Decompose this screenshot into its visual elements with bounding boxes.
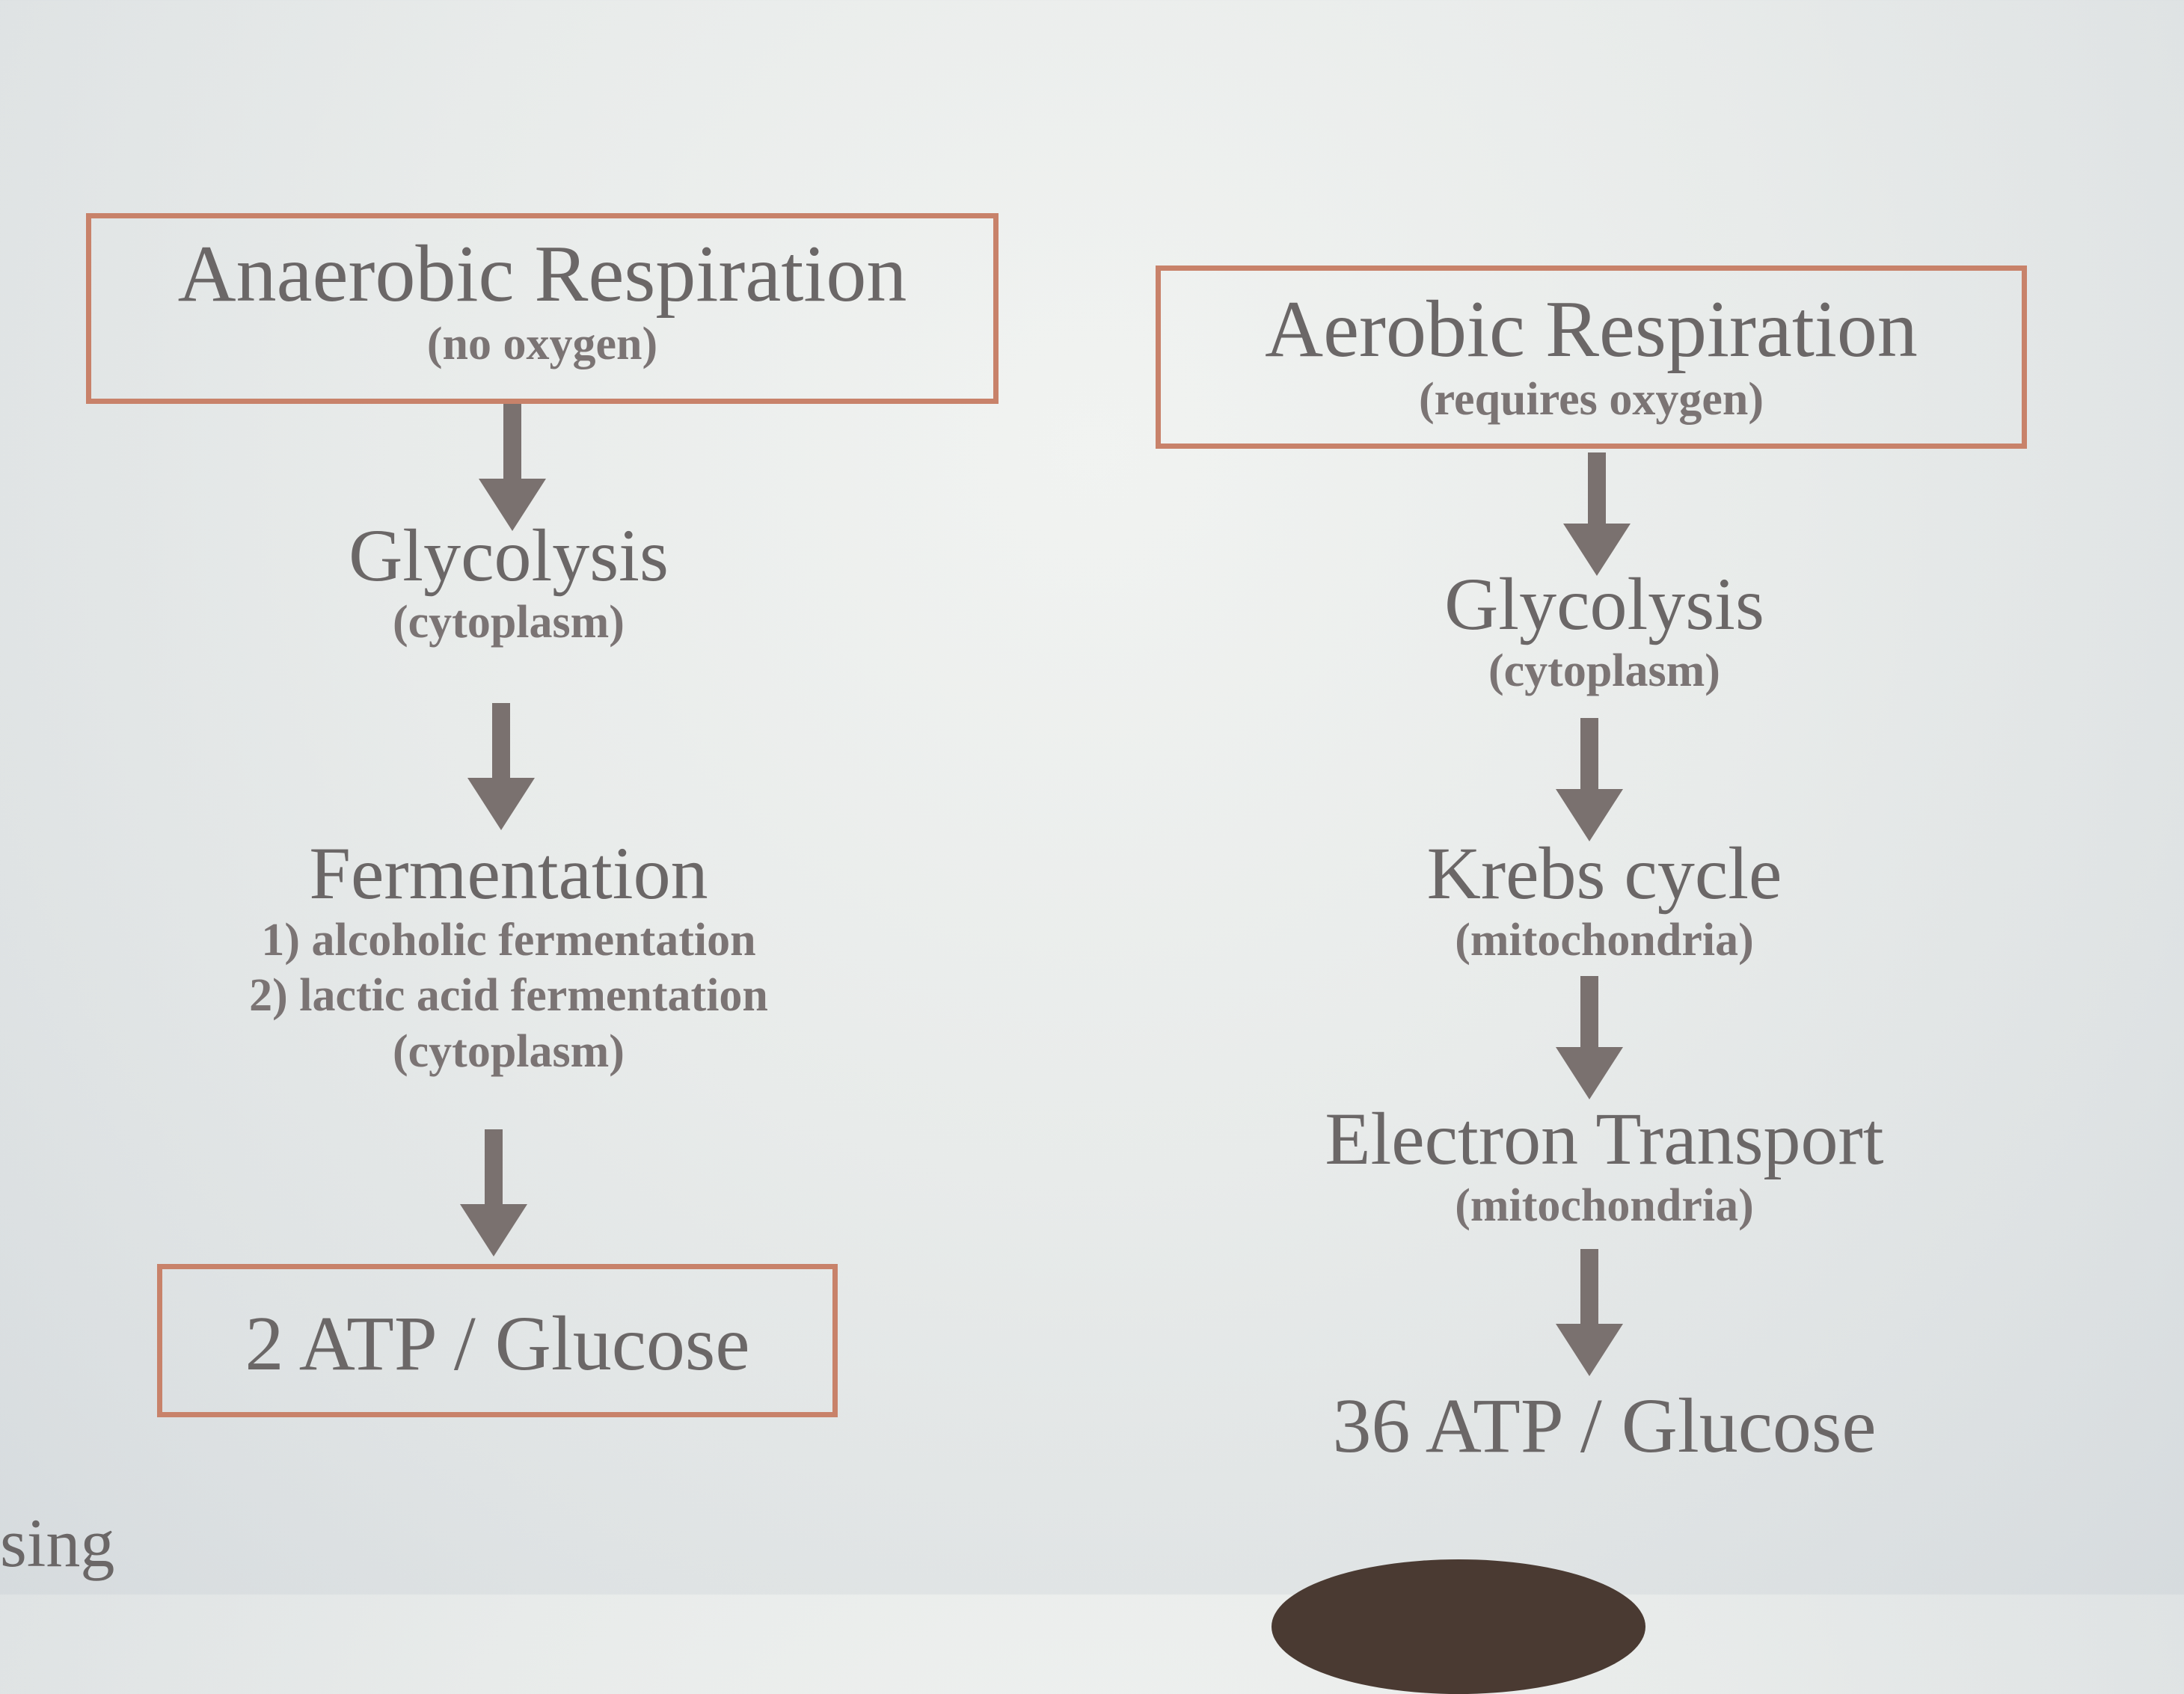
aerobic-column: Aerobic Respiration (requires oxygen) Gl… bbox=[1122, 0, 2184, 1595]
anaerobic-fermentation-title: Fermentation bbox=[309, 832, 708, 915]
aerobic-krebs-cycle: Krebs cycle (mitochondria) bbox=[1268, 834, 1941, 968]
anaerobic-title: Anaerobic Respiration bbox=[177, 230, 907, 319]
aerobic-result: 36 ATP / Glucose bbox=[1332, 1383, 1877, 1469]
anaerobic-result: 2 ATP / Glucose bbox=[245, 1301, 750, 1387]
anaerobic-result-box: 2 ATP / Glucose bbox=[157, 1264, 838, 1417]
aerobic-electron-transport-title: Electron Transport bbox=[1325, 1097, 1884, 1180]
aerobic-glycolysis-title: Glycolysis bbox=[1444, 562, 1764, 645]
anaerobic-glycolysis: Glycolysis (cytoplasm) bbox=[172, 516, 845, 650]
aerobic-result-area: 36 ATP / Glucose bbox=[1230, 1387, 1978, 1465]
corner-text: sing bbox=[0, 1505, 115, 1581]
aerobic-krebs-title: Krebs cycle bbox=[1426, 832, 1782, 915]
anaerobic-title-box: Anaerobic Respiration (no oxygen) bbox=[86, 213, 999, 404]
aerobic-krebs-location: (mitochondria) bbox=[1455, 915, 1754, 966]
aerobic-arrow-3 bbox=[1556, 976, 1623, 1099]
aerobic-arrow-1 bbox=[1563, 452, 1631, 576]
anaerobic-arrow-1 bbox=[479, 404, 546, 531]
aerobic-arrow-4 bbox=[1556, 1249, 1623, 1376]
anaerobic-subtitle: (no oxygen) bbox=[426, 319, 658, 370]
anaerobic-fermentation: Fermentation 1) alcoholic fermentation 2… bbox=[135, 834, 883, 1079]
fermentation-type-1: 1) alcoholic fermentation bbox=[261, 915, 756, 966]
aerobic-title: Aerobic Respiration bbox=[1265, 285, 1918, 374]
aerobic-glycolysis-location: (cytoplasm) bbox=[1488, 645, 1720, 696]
aerobic-glycolysis: Glycolysis (cytoplasm) bbox=[1268, 565, 1941, 699]
anaerobic-glycolysis-title: Glycolysis bbox=[349, 514, 669, 597]
anaerobic-arrow-2 bbox=[467, 703, 535, 830]
aerobic-electron-transport: Electron Transport (mitochondria) bbox=[1230, 1099, 1978, 1233]
anaerobic-arrow-3 bbox=[460, 1129, 527, 1256]
aerobic-title-box: Aerobic Respiration (requires oxygen) bbox=[1156, 266, 2027, 449]
audience-head-silhouette bbox=[1272, 1559, 1645, 1694]
anaerobic-glycolysis-location: (cytoplasm) bbox=[393, 597, 625, 648]
anaerobic-fermentation-location: (cytoplasm) bbox=[393, 1025, 625, 1077]
anaerobic-column: Anaerobic Respiration (no oxygen) Glycol… bbox=[0, 0, 1047, 1595]
aerobic-arrow-2 bbox=[1556, 718, 1623, 841]
aerobic-electron-transport-location: (mitochondria) bbox=[1455, 1180, 1754, 1231]
aerobic-subtitle: (requires oxygen) bbox=[1419, 374, 1764, 426]
fermentation-type-2: 2) lactic acid fermentation bbox=[249, 970, 768, 1022]
